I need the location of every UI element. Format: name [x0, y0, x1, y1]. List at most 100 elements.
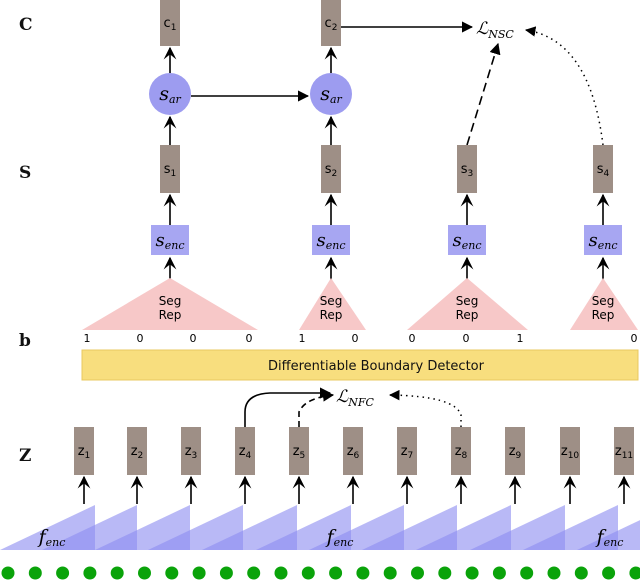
arrow-z5-to-loss — [298, 390, 335, 427]
row-label-s: S — [19, 163, 31, 183]
boundary-detector-bar — [81, 349, 639, 381]
z-node-label: z3 — [185, 444, 198, 461]
input-dot — [1, 566, 15, 580]
z-node-label: z4 — [239, 444, 252, 461]
row-label-c: C — [19, 15, 33, 35]
z-node — [560, 427, 580, 475]
z-node-label: z11 — [615, 444, 633, 461]
arrow-s4-to-loss — [524, 26, 604, 146]
f-enc-wedge — [309, 505, 404, 550]
f-enc-wedge — [577, 520, 640, 550]
s-node — [321, 145, 341, 193]
f-enc-wedge — [416, 505, 511, 550]
input-dot — [83, 566, 97, 580]
input-dot — [165, 566, 179, 580]
input-dot — [274, 566, 288, 580]
z-node-label: z8 — [455, 444, 468, 461]
z-node — [451, 427, 471, 475]
boundary-bit: 0 — [631, 332, 638, 345]
f-enc-wedge — [42, 505, 137, 550]
f-enc-labels: fenc fenc fenc — [37, 526, 624, 549]
z-node — [343, 427, 363, 475]
s-node-label: s3 — [461, 162, 474, 179]
s-node — [593, 145, 613, 193]
input-dots — [1, 566, 640, 580]
z-node — [397, 427, 417, 475]
input-dot — [547, 566, 561, 580]
input-dot — [329, 566, 343, 580]
f-enc-wedges — [0, 505, 640, 550]
s-enc-label: senc — [452, 230, 481, 252]
s-enc-label: senc — [155, 230, 184, 252]
boundary-bit: 0 — [463, 332, 470, 345]
row-label-z: Z — [19, 446, 31, 466]
seg-rep-triangle — [82, 278, 258, 330]
boundary-bit: 0 — [246, 332, 253, 345]
z-node — [74, 427, 94, 475]
s-ar-label: sar — [159, 83, 181, 106]
input-dot — [383, 566, 397, 580]
input-dot — [247, 566, 261, 580]
seg-rep-label: Seg — [320, 294, 343, 308]
input-dot — [356, 566, 370, 580]
z-node-label: z9 — [509, 444, 522, 461]
input-dot — [411, 566, 424, 580]
s-enc-box — [584, 225, 622, 255]
f-enc-wedge — [362, 505, 457, 550]
s-node-label: s1 — [164, 162, 177, 179]
z-node — [289, 427, 309, 475]
seg-rep-label: Seg — [592, 294, 615, 308]
seg-rep-label: Rep — [320, 308, 343, 322]
input-dot — [465, 566, 479, 580]
s-ar-label: sar — [320, 83, 342, 106]
f-enc-label: fenc — [37, 526, 66, 549]
boundary-bit: 1 — [84, 332, 91, 345]
z-node-label: z2 — [131, 444, 144, 461]
input-dot — [56, 566, 70, 580]
c-node — [160, 0, 180, 46]
input-dot — [301, 566, 315, 580]
input-dot — [629, 566, 640, 580]
boundary-bit: 1 — [299, 332, 306, 345]
z-node-label: z10 — [561, 444, 580, 461]
z-node-label: z6 — [347, 444, 360, 461]
connections — [77, 21, 631, 504]
c-node-label: c1 — [164, 16, 177, 33]
s-node — [457, 145, 477, 193]
c-node-label: c2 — [325, 16, 338, 33]
row-label-b: b — [19, 331, 31, 351]
s-enc-label: senc — [316, 230, 345, 252]
s-enc-box — [151, 225, 189, 255]
f-enc-wedge — [202, 505, 297, 550]
input-dot — [28, 566, 42, 580]
f-enc-wedge — [523, 505, 618, 550]
s-enc-box — [312, 225, 350, 255]
input-dot — [492, 566, 506, 580]
input-dot — [602, 566, 616, 580]
f-enc-wedge — [95, 505, 190, 550]
z-node-label: z5 — [293, 444, 306, 461]
seg-rep-triangle — [570, 278, 638, 330]
f-enc-label: fenc — [595, 526, 624, 549]
seg-rep-label: Rep — [456, 308, 479, 322]
boundary-bit: 0 — [137, 332, 144, 345]
seg-rep-triangle — [407, 278, 528, 330]
boundary-bit: 1 — [517, 332, 524, 345]
seg-rep-label: Seg — [159, 294, 182, 308]
input-dot — [520, 566, 534, 580]
s-node-label: s2 — [325, 162, 338, 179]
z-node — [235, 427, 255, 475]
f-enc-wedge — [470, 505, 565, 550]
input-dot — [192, 566, 206, 580]
input-dot — [219, 566, 233, 580]
f-enc-label: fenc — [325, 526, 354, 549]
seg-rep-label: Seg — [456, 294, 479, 308]
arrow-s3-to-loss — [466, 42, 501, 146]
input-dot — [138, 566, 151, 580]
f-enc-wedge — [256, 505, 351, 550]
z-node — [181, 427, 201, 475]
